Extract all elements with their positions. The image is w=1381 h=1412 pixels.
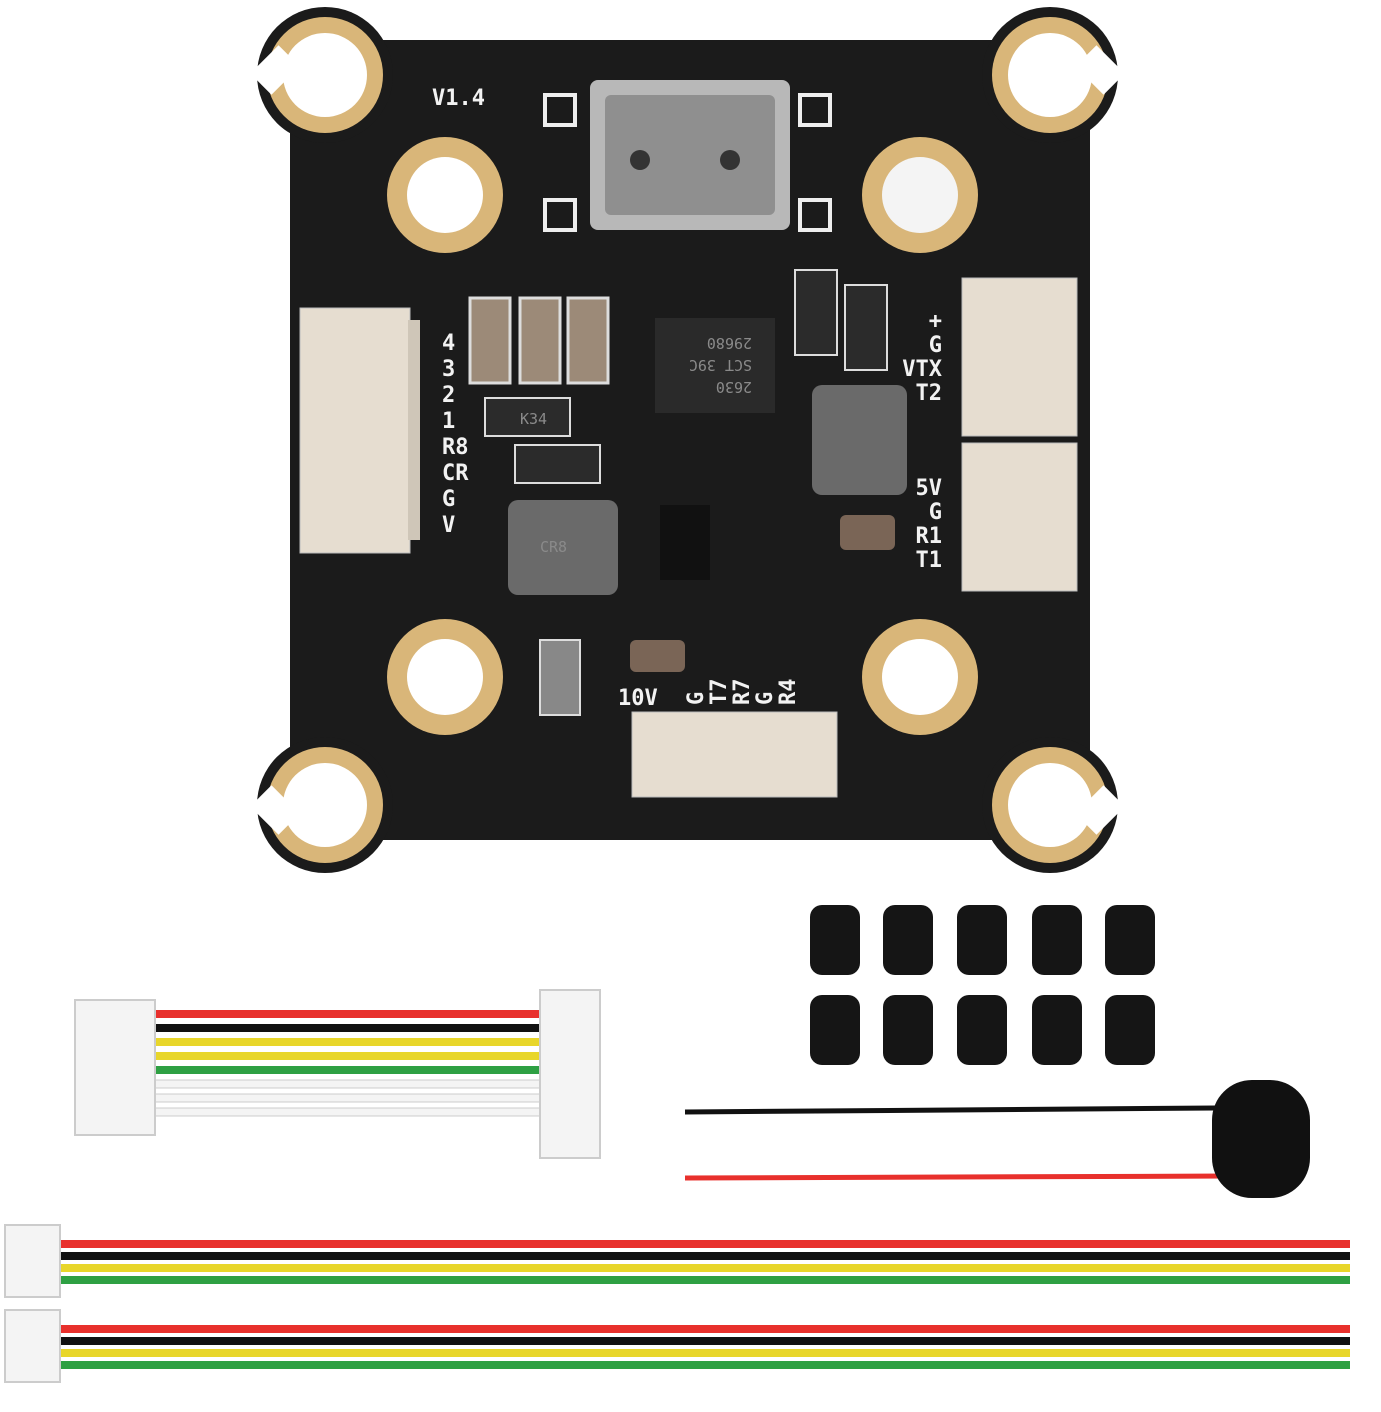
version-label: V1.4 — [432, 86, 485, 111]
svg-text:G: G — [753, 692, 778, 705]
svg-text:2: 2 — [442, 383, 455, 408]
svg-text:G: G — [684, 692, 709, 705]
svg-text:T7: T7 — [707, 679, 732, 706]
connector-right-top — [961, 277, 1078, 437]
damper — [883, 905, 933, 975]
main-chip: 2630SCT 39C29680 — [655, 318, 775, 413]
buzzer — [684, 1080, 1310, 1198]
svg-text:G: G — [442, 487, 455, 512]
damper — [957, 905, 1007, 975]
svg-text:T1: T1 — [916, 548, 943, 573]
damper — [957, 995, 1007, 1065]
svg-text:3: 3 — [442, 357, 455, 382]
damper — [1105, 905, 1155, 975]
svg-text:G: G — [929, 333, 942, 358]
svg-text:R4: R4 — [776, 679, 801, 706]
bottom-pad-labels: G T7 R7 G R4 — [684, 679, 801, 706]
right-top-pad-labels: + G VTX T2 — [902, 309, 942, 406]
svg-text:T2: T2 — [916, 381, 943, 406]
pcb-board: 2630SCT 39C29680 CR8 K34 V1.4 4 3 2 1 R8… — [250, 7, 1125, 873]
jst-cable-long-1 — [4, 1224, 1350, 1298]
capacitors — [468, 296, 895, 672]
svg-text:CR: CR — [442, 461, 469, 486]
damper — [810, 905, 860, 975]
svg-text:5V: 5V — [916, 476, 943, 501]
cap-voltage-label: 10V — [618, 686, 658, 711]
svg-text:R1: R1 — [916, 524, 943, 549]
diodes: K34 — [484, 269, 888, 716]
damper — [810, 995, 860, 1065]
svg-text:G: G — [929, 500, 942, 525]
inductors: CR8 — [508, 385, 907, 595]
jst-cable-short — [74, 989, 601, 1159]
svg-text:V: V — [442, 513, 455, 538]
svg-text:2630SCT 39C29680: 2630SCT 39C29680 — [689, 334, 752, 396]
connector-left — [299, 307, 420, 554]
damper — [1105, 995, 1155, 1065]
connector-bottom — [631, 711, 838, 798]
svg-text:1: 1 — [442, 409, 455, 434]
damper — [1032, 995, 1082, 1065]
jst-cable-long-2 — [4, 1309, 1350, 1383]
svg-text:CR8: CR8 — [540, 538, 567, 556]
rubber-dampers — [810, 905, 1155, 1065]
damper — [883, 995, 933, 1065]
svg-text:R7: R7 — [730, 679, 755, 706]
usb-c-port — [543, 80, 832, 232]
svg-text:K34: K34 — [520, 410, 547, 428]
right-bottom-pad-labels: 5V G R1 T1 — [916, 476, 943, 573]
left-pad-labels: 4 3 2 1 R8 CR G V — [442, 331, 469, 538]
svg-text:R8: R8 — [442, 435, 469, 460]
mount-holes — [387, 137, 978, 735]
damper — [1032, 905, 1082, 975]
svg-text:+: + — [929, 309, 942, 334]
svg-text:VTX: VTX — [902, 357, 942, 382]
svg-text:4: 4 — [442, 331, 455, 356]
connector-right-bottom — [961, 442, 1078, 592]
